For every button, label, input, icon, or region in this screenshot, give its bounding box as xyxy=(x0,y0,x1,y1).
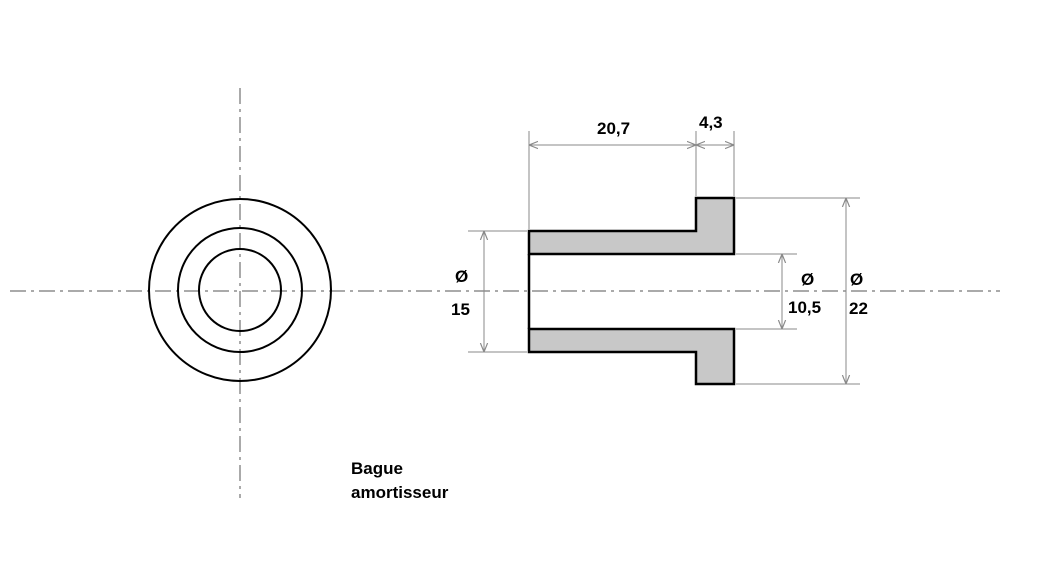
dimension-lines xyxy=(468,131,860,385)
body-circle xyxy=(177,227,303,353)
front-view xyxy=(10,88,1000,498)
diameter-symbol-flange: Ø xyxy=(850,270,863,289)
bore-diameter-label: 10,5 xyxy=(788,298,821,317)
caption-line-2: amortisseur xyxy=(351,483,449,502)
flange-circle xyxy=(148,198,332,382)
body-length-label: 20,7 xyxy=(597,119,630,138)
section-upper-wall xyxy=(527,196,736,256)
flange-diameter-label: 22 xyxy=(849,299,868,318)
caption-line-1: Bague xyxy=(351,459,403,478)
body-diameter-label: 15 xyxy=(451,300,470,319)
section-view xyxy=(527,196,736,386)
diameter-symbol-bore: Ø xyxy=(801,270,814,289)
diameter-symbol-left: Ø xyxy=(455,267,468,286)
section-lower-wall xyxy=(527,327,736,386)
bore-circle xyxy=(198,248,282,332)
flange-thickness-label: 4,3 xyxy=(699,113,723,132)
